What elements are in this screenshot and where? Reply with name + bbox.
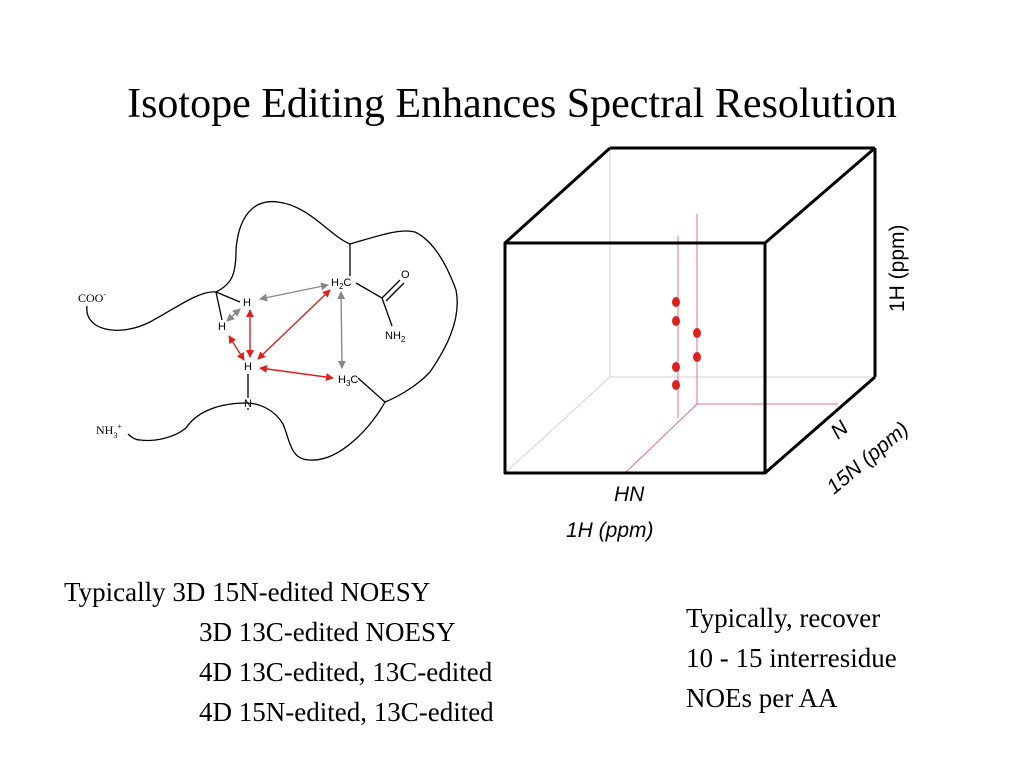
- recovery-note: Typically, recover 10 - 15 interresidue …: [686, 598, 897, 718]
- nh3-label: NH3+: [96, 422, 122, 440]
- recovery-line: NOEs per AA: [686, 683, 838, 713]
- experiment-item: 3D 13C-edited NOESY: [199, 617, 456, 647]
- bond-c-nh2: [381, 297, 393, 327]
- nh2-label: NH2: [385, 330, 406, 344]
- protein-fold-diagram: [86, 200, 458, 461]
- noe-arrow-red-hmid-h2c: [257, 289, 331, 360]
- n-label: N: [244, 398, 252, 410]
- peak-5: [672, 362, 680, 372]
- experiment-prefix: Typically: [64, 577, 166, 607]
- experiment-row: Typically 3D 15N-edited NOESY: [64, 572, 494, 612]
- noe-arrow-red-hmid-h3c: [259, 364, 334, 382]
- cube-axis-labels: 1H (ppm) HN 1H (ppm) N 15N (ppm): [566, 224, 913, 542]
- peak-6: [672, 380, 680, 390]
- noe-peaks: [672, 297, 701, 390]
- bond-c-o-1: [381, 279, 401, 299]
- hn-axis-line: [624, 403, 698, 474]
- experiment-item: 3D 15N-edited NOESY: [172, 577, 431, 607]
- experiment-item: 4D 15N-edited, 13C-edited: [199, 697, 494, 727]
- recovery-line: 10 - 15 interresidue: [686, 643, 897, 673]
- bond-ch2-c: [355, 282, 383, 299]
- h2c-label: H2C: [331, 277, 351, 291]
- noe-arrow-gray-htop-hleft: [226, 308, 241, 322]
- bond-sidechain-ch: [215, 291, 241, 303]
- noe-arrows: [226, 282, 346, 382]
- h-mid-label: H: [244, 361, 252, 373]
- axis-label-horizontal: 1H (ppm): [566, 519, 654, 542]
- noe-arrow-gray-h2c-h3c: [337, 291, 346, 369]
- cube-visible-edges: [503, 146, 877, 475]
- peak-4: [693, 352, 701, 362]
- h-top-label: H: [243, 297, 251, 309]
- axis-label-vertical: 1H (ppm): [886, 224, 909, 312]
- peak-3: [693, 328, 701, 338]
- experiment-item: 4D 13C-edited, 13C-edited: [199, 657, 493, 687]
- spectrum-cube: [503, 146, 877, 475]
- cube-hidden-edges: [504, 148, 875, 474]
- h3c-label: H3C: [338, 374, 358, 388]
- slide-title: Isotope Editing Enhances Spectral Resolu…: [127, 81, 897, 127]
- bond-c-o-2: [385, 282, 405, 302]
- peak-1: [672, 297, 680, 307]
- experiment-row: 3D 13C-edited NOESY: [64, 612, 494, 652]
- experiment-list: Typically 3D 15N-edited NOESY 3D 13C-edi…: [64, 572, 494, 732]
- recovery-line: Typically, recover: [686, 603, 881, 633]
- spectrum-strips: [624, 214, 838, 474]
- axis-label-n: N: [826, 416, 853, 444]
- o-label: O: [401, 269, 410, 281]
- noe-arrow-gray-htop-h2c: [259, 282, 329, 302]
- bond-ch3-c: [357, 377, 386, 403]
- molecule-labels: COO- NH3+ H H H N H2C O NH2 H3C: [78, 269, 410, 440]
- cube-front-face: [503, 241, 767, 475]
- bond-ch-h: [215, 291, 223, 321]
- backbone-curve: [86, 200, 458, 461]
- coo-label: COO-: [78, 290, 106, 305]
- noe-arrow-red-hleft-hmid: [228, 335, 245, 361]
- h-left-label: H: [218, 321, 226, 333]
- experiment-row: 4D 15N-edited, 13C-edited: [64, 692, 494, 732]
- experiment-row: 4D 13C-edited, 13C-edited: [64, 652, 494, 692]
- peak-2: [672, 316, 680, 326]
- axis-label-hn: HN: [614, 483, 645, 506]
